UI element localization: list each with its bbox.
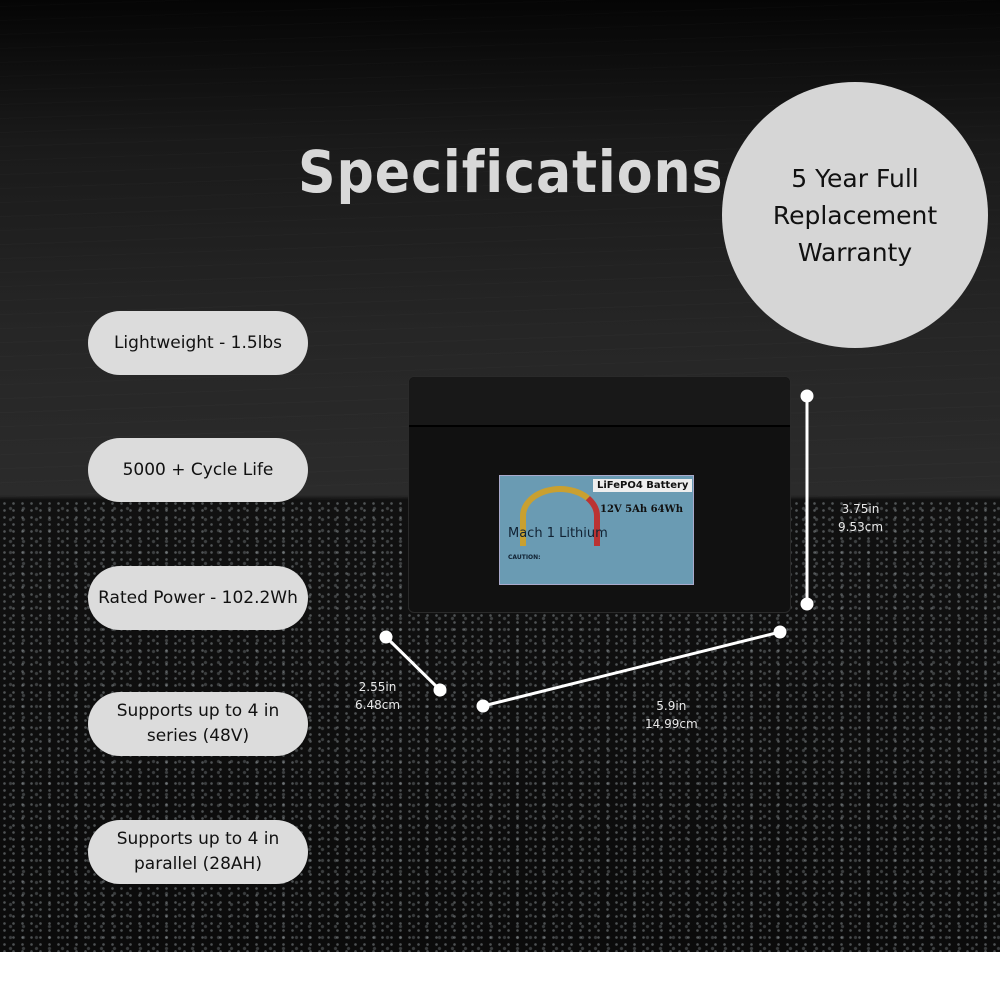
page-title: Specifications [298,138,724,206]
height-cm: 9.53cm [838,520,884,534]
feature-series: Supports up to 4 in series (48V) [88,692,308,756]
depth-in: 2.55in [358,680,397,694]
depth-dimension: 2.55in 6.48cm [355,678,400,714]
chemistry-label: LiFePO4 Battery [593,479,693,492]
feature-rated-power: Rated Power - 102.2Wh [88,566,308,630]
battery-label: LiFePO4 Battery 12V 5Ah 64Wh Mach 1 Lith… [499,475,694,585]
caution-label: CAUTION: [508,554,541,561]
gauge-logo-icon [520,486,600,546]
battery-photo: LiFePO4 Battery 12V 5Ah 64Wh Mach 1 Lith… [408,376,791,613]
brand-label: Mach 1 Lithium [508,526,608,541]
battery-lid [409,377,790,427]
depth-cm: 6.48cm [355,698,401,712]
height-in: 3.75in [841,502,880,516]
dimension-lines [0,0,1000,952]
warranty-badge: 5 Year Full Replacement Warranty [722,82,988,348]
feature-cycle-life: 5000 + Cycle Life [88,438,308,502]
feature-weight: Lightweight - 1.5lbs [88,311,308,375]
height-dimension: 3.75in 9.53cm [838,500,883,536]
width-dimension: 5.9in 14.99cm [645,697,698,733]
product-image: Specifications 5 Year Full Replacement W… [0,0,1000,952]
depth-line [384,635,442,692]
feature-parallel: Supports up to 4 in parallel (28AH) [88,820,308,884]
width-line [482,630,781,708]
width-cm: 14.99cm [645,717,698,731]
width-in: 5.9in [656,699,687,713]
rating-label: 12V 5Ah 64Wh [600,504,684,515]
